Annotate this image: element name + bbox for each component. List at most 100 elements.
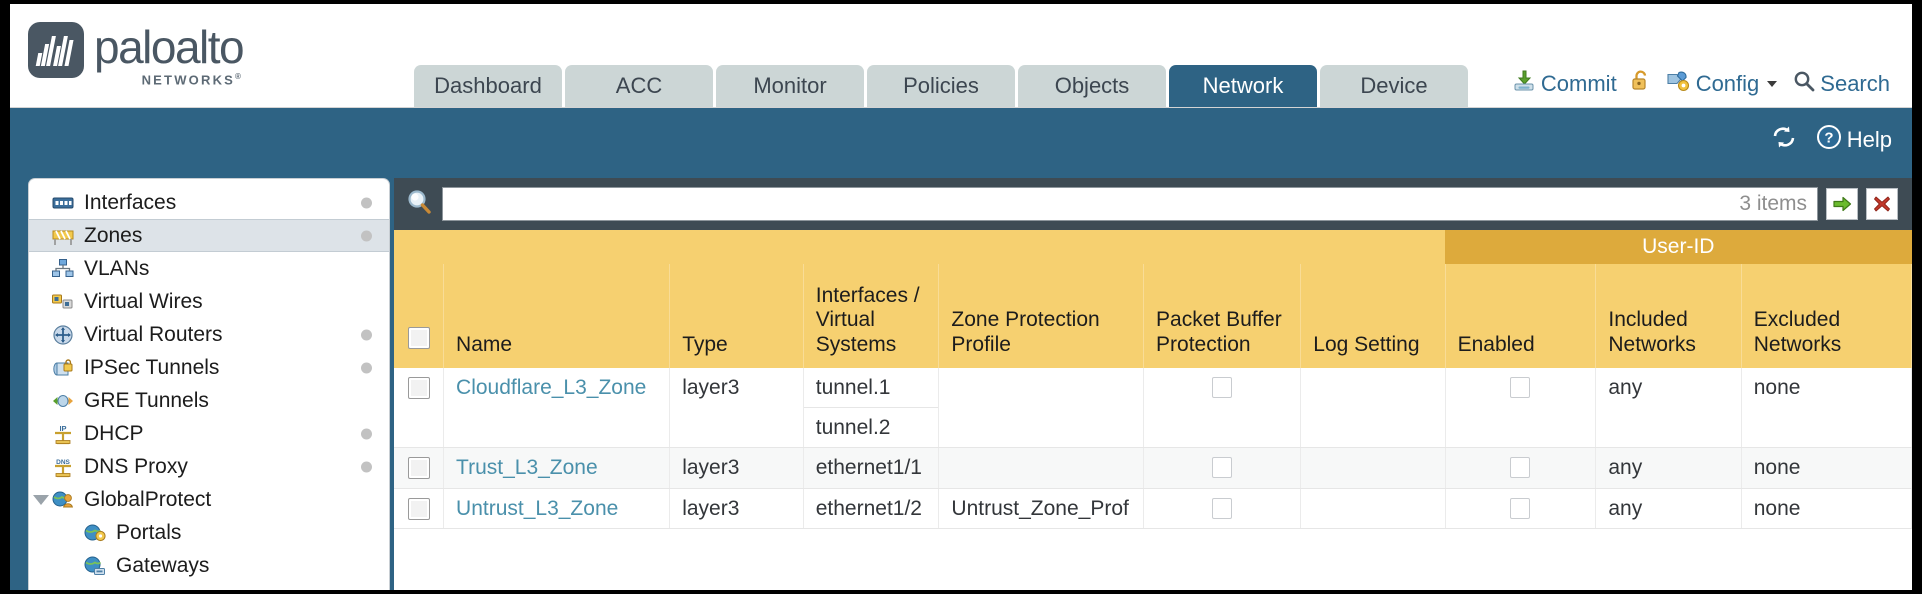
row-select-checkbox[interactable] xyxy=(407,497,430,520)
commit-label: Commit xyxy=(1540,71,1617,96)
apply-filter-button[interactable] xyxy=(1826,188,1858,220)
group-header-row: User-ID xyxy=(394,230,1912,264)
search-label: Search xyxy=(1820,71,1890,96)
tab-dashboard[interactable]: Dashboard xyxy=(414,65,562,107)
row-select-checkbox[interactable] xyxy=(407,457,430,480)
top-actions: Commit Config xyxy=(1512,69,1890,99)
search-input[interactable] xyxy=(453,188,1732,220)
sidebar-item-label: Virtual Wires xyxy=(84,289,203,313)
sidebar-item-gateways[interactable]: Gateways xyxy=(29,549,389,582)
search-magnifier-icon[interactable] xyxy=(404,187,434,222)
column-header-interfaces[interactable]: Interfaces / Virtual Systems xyxy=(803,264,940,368)
sidebar-item-virtual-routers[interactable]: Virtual Routers xyxy=(29,318,389,351)
sidebar-item-label: Zones xyxy=(84,223,143,247)
tab-monitor[interactable]: Monitor xyxy=(716,65,864,107)
zone-name-link[interactable]: Untrust_L3_Zone xyxy=(456,496,619,520)
tab-policies[interactable]: Policies xyxy=(867,65,1015,107)
unlock-padlock-icon[interactable] xyxy=(1630,69,1652,99)
virtual-routers-icon xyxy=(53,324,73,345)
cell-log-setting xyxy=(1300,447,1446,489)
tab-acc[interactable]: ACC xyxy=(565,65,713,107)
sidebar-item-globalprotect[interactable]: GlobalProtect xyxy=(29,483,389,516)
user-id-enabled-checkbox[interactable] xyxy=(1510,457,1531,479)
packet-buffer-protection-checkbox[interactable] xyxy=(1212,457,1233,479)
config-wrench-key-icon xyxy=(1665,69,1691,99)
cell-name: Trust_L3_Zone xyxy=(443,447,671,489)
config-menu[interactable]: Config xyxy=(1665,69,1781,99)
packet-buffer-protection-checkbox[interactable] xyxy=(1212,497,1233,519)
user-id-enabled-checkbox[interactable] xyxy=(1510,377,1531,398)
virtual-wires-icon xyxy=(52,294,73,308)
row-select-checkbox[interactable] xyxy=(407,377,430,399)
cell-user-id-enabled xyxy=(1445,488,1597,529)
green-arrow-apply-icon xyxy=(1833,196,1852,212)
refresh-icon[interactable] xyxy=(1770,124,1798,156)
packet-buffer-protection-checkbox[interactable] xyxy=(1212,377,1233,398)
column-header-zone-protection-profile[interactable]: Zone Protection Profile xyxy=(938,264,1145,368)
cell-zone-protection-profile xyxy=(938,447,1145,489)
items-count: 3 items xyxy=(1739,192,1807,215)
cell-packet-buffer-protection xyxy=(1143,368,1302,449)
help-label: Help xyxy=(1846,127,1892,152)
search-field-wrapper[interactable]: 3 items xyxy=(442,187,1818,221)
select-all-checkbox[interactable] xyxy=(407,326,430,349)
sidebar-item-label: VLANs xyxy=(84,256,150,280)
cell-excluded-networks: none xyxy=(1741,368,1912,449)
cell-log-setting xyxy=(1300,488,1446,529)
paloalto-logo-mark-icon xyxy=(28,22,84,78)
sidebar-item-zones[interactable]: Zones xyxy=(29,219,389,252)
cell-included-networks: any xyxy=(1595,488,1742,529)
filter-row: 3 items xyxy=(394,178,1912,230)
interface-entry: tunnel.1 xyxy=(803,368,939,409)
user-id-enabled-checkbox[interactable] xyxy=(1510,497,1531,519)
column-header-name[interactable]: Name xyxy=(443,264,671,368)
sidebar-item-label: Virtual Routers xyxy=(84,322,223,346)
column-header-excluded-networks[interactable]: Excluded Networks xyxy=(1741,264,1912,368)
column-header-included-networks[interactable]: Included Networks xyxy=(1595,264,1742,368)
sidebar-item-gre-tunnels[interactable]: GRE Tunnels xyxy=(29,384,389,417)
dhcp-icon: IP xyxy=(55,424,71,444)
sidebar-item-status-dot xyxy=(361,329,372,340)
sidebar-item-virtual-wires[interactable]: Virtual Wires xyxy=(29,285,389,318)
zone-name-link[interactable]: Trust_L3_Zone xyxy=(456,456,598,480)
column-header-log-setting[interactable]: Log Setting xyxy=(1300,264,1446,368)
help-question-icon: ? xyxy=(1816,124,1842,156)
tab-label: Device xyxy=(1360,73,1428,98)
sidebar-item-status-dot xyxy=(361,230,372,241)
tab-label: Network xyxy=(1202,73,1284,98)
tab-objects[interactable]: Objects xyxy=(1018,65,1166,107)
column-header-enabled[interactable]: Enabled xyxy=(1445,264,1597,368)
expand-collapse-triangle-icon[interactable] xyxy=(33,494,49,505)
sidebar-item-vlans[interactable]: VLANs xyxy=(29,252,389,285)
interfaces-icon xyxy=(52,197,74,208)
sidebar-item-ipsec-tunnels[interactable]: IPSec Tunnels xyxy=(29,351,389,384)
column-header-packet-buffer-protection[interactable]: Packet Buffer Protection xyxy=(1143,264,1302,368)
search-button[interactable]: Search xyxy=(1793,70,1890,98)
cell-type: layer3 xyxy=(669,488,804,529)
tab-network[interactable]: Network xyxy=(1169,65,1317,107)
clear-filter-button[interactable] xyxy=(1866,188,1898,220)
cell-name: Untrust_L3_Zone xyxy=(443,488,671,529)
zone-name-link[interactable]: Cloudflare_L3_Zone xyxy=(456,376,647,399)
tab-device[interactable]: Device xyxy=(1320,65,1468,107)
commit-button[interactable]: Commit xyxy=(1512,69,1617,99)
help-link[interactable]: ? Help xyxy=(1816,124,1892,156)
column-header-type[interactable]: Type xyxy=(669,264,804,368)
sidebar-item-portals[interactable]: Portals xyxy=(29,516,389,549)
sidebar-item-interfaces[interactable]: Interfaces xyxy=(29,186,389,219)
row-select-cell xyxy=(394,368,445,449)
cell-included-networks: any xyxy=(1595,447,1742,489)
commit-download-icon xyxy=(1512,69,1536,99)
tab-label: Dashboard xyxy=(434,73,542,98)
brand-sub-text: NETWORKS xyxy=(141,72,236,88)
